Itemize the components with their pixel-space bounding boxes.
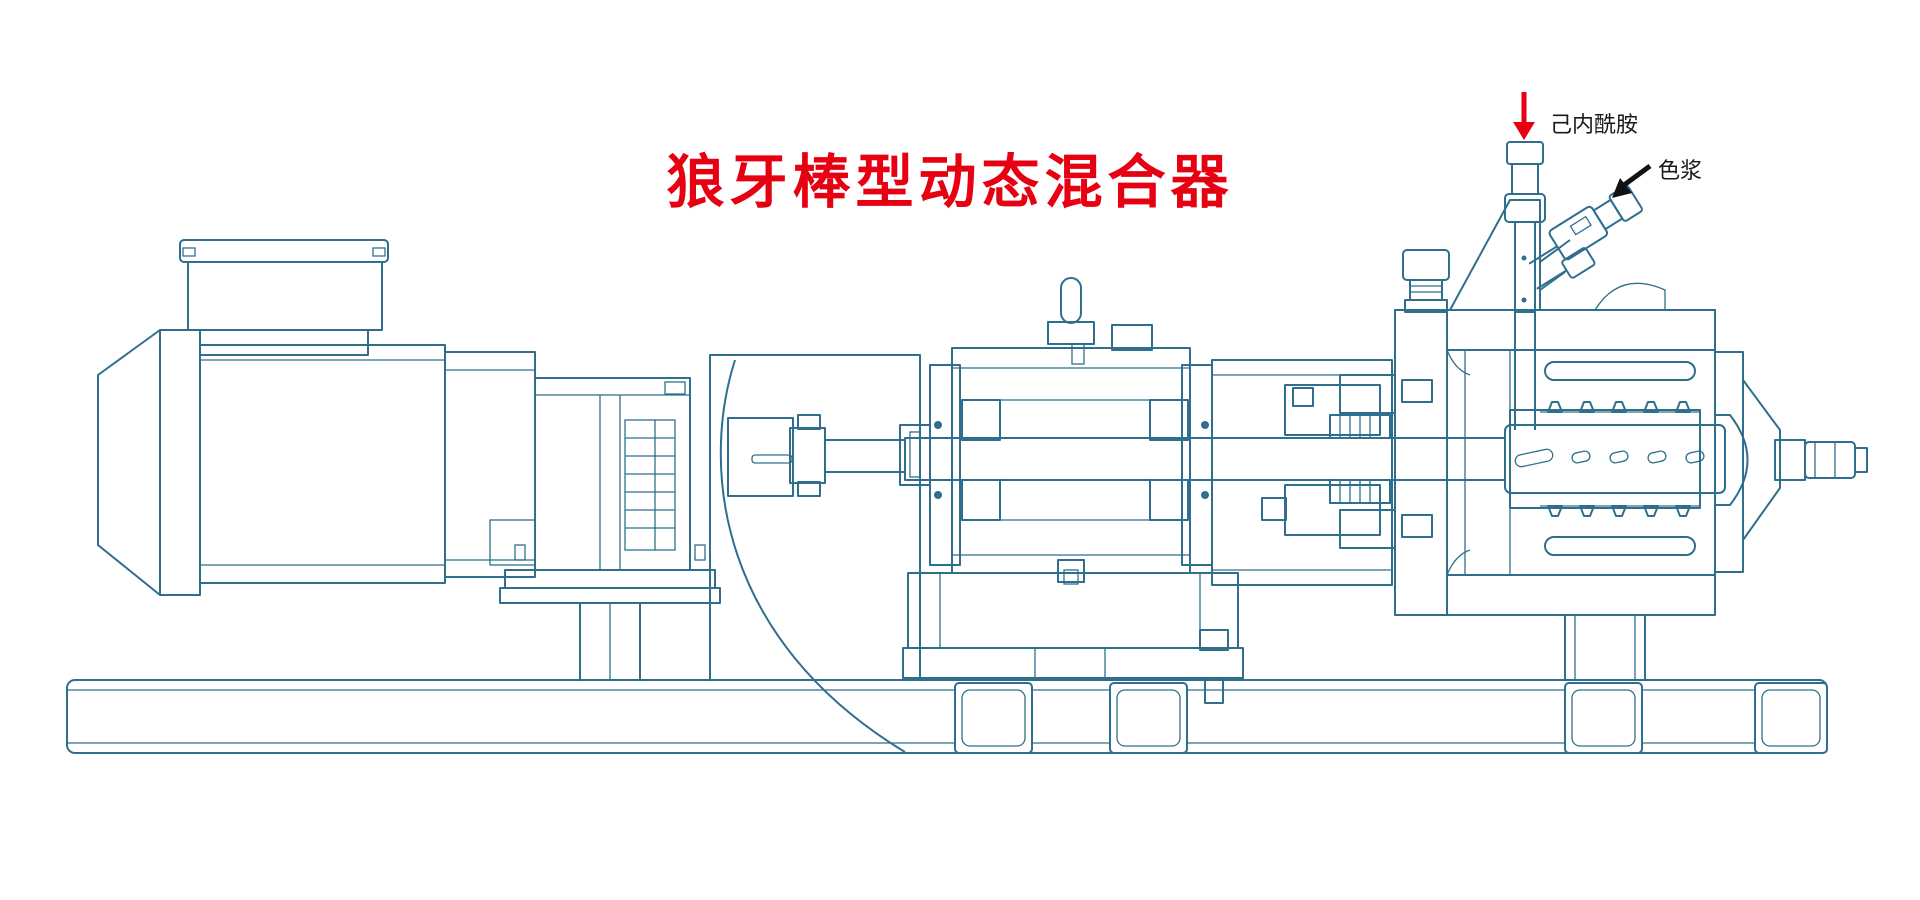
- bearings: [934, 399, 1209, 521]
- gearbox: [499, 377, 721, 681]
- caprolactam-inlet: [1504, 141, 1546, 430]
- motor: [97, 239, 536, 596]
- pressure-fitting: [1402, 249, 1450, 313]
- color-paste-inlet-label: 色浆: [1658, 159, 1703, 184]
- diagram-title: 狼牙棒型动态混合器: [666, 148, 1234, 216]
- shaft-coupling: [727, 414, 931, 497]
- caprolactam-arrow-icon: [1513, 92, 1535, 140]
- coupling-guard: [709, 354, 931, 753]
- wolf-tooth-rotor: [1504, 401, 1726, 517]
- base-frame: [66, 679, 1828, 754]
- terminal-box: [179, 239, 389, 356]
- base-tube-sections: [954, 682, 1828, 754]
- inlet-assembly: [1402, 141, 1666, 430]
- color-paste-arrow-icon: [1612, 163, 1652, 198]
- lantern-housing: [1211, 359, 1433, 586]
- bearing-housing: [902, 277, 1506, 704]
- color-paste-inlet: [1528, 184, 1643, 265]
- mixing-head: [1394, 309, 1868, 681]
- outlet-cap: [1714, 351, 1868, 573]
- caprolactam-inlet-label: 己内酰胺: [1550, 113, 1639, 138]
